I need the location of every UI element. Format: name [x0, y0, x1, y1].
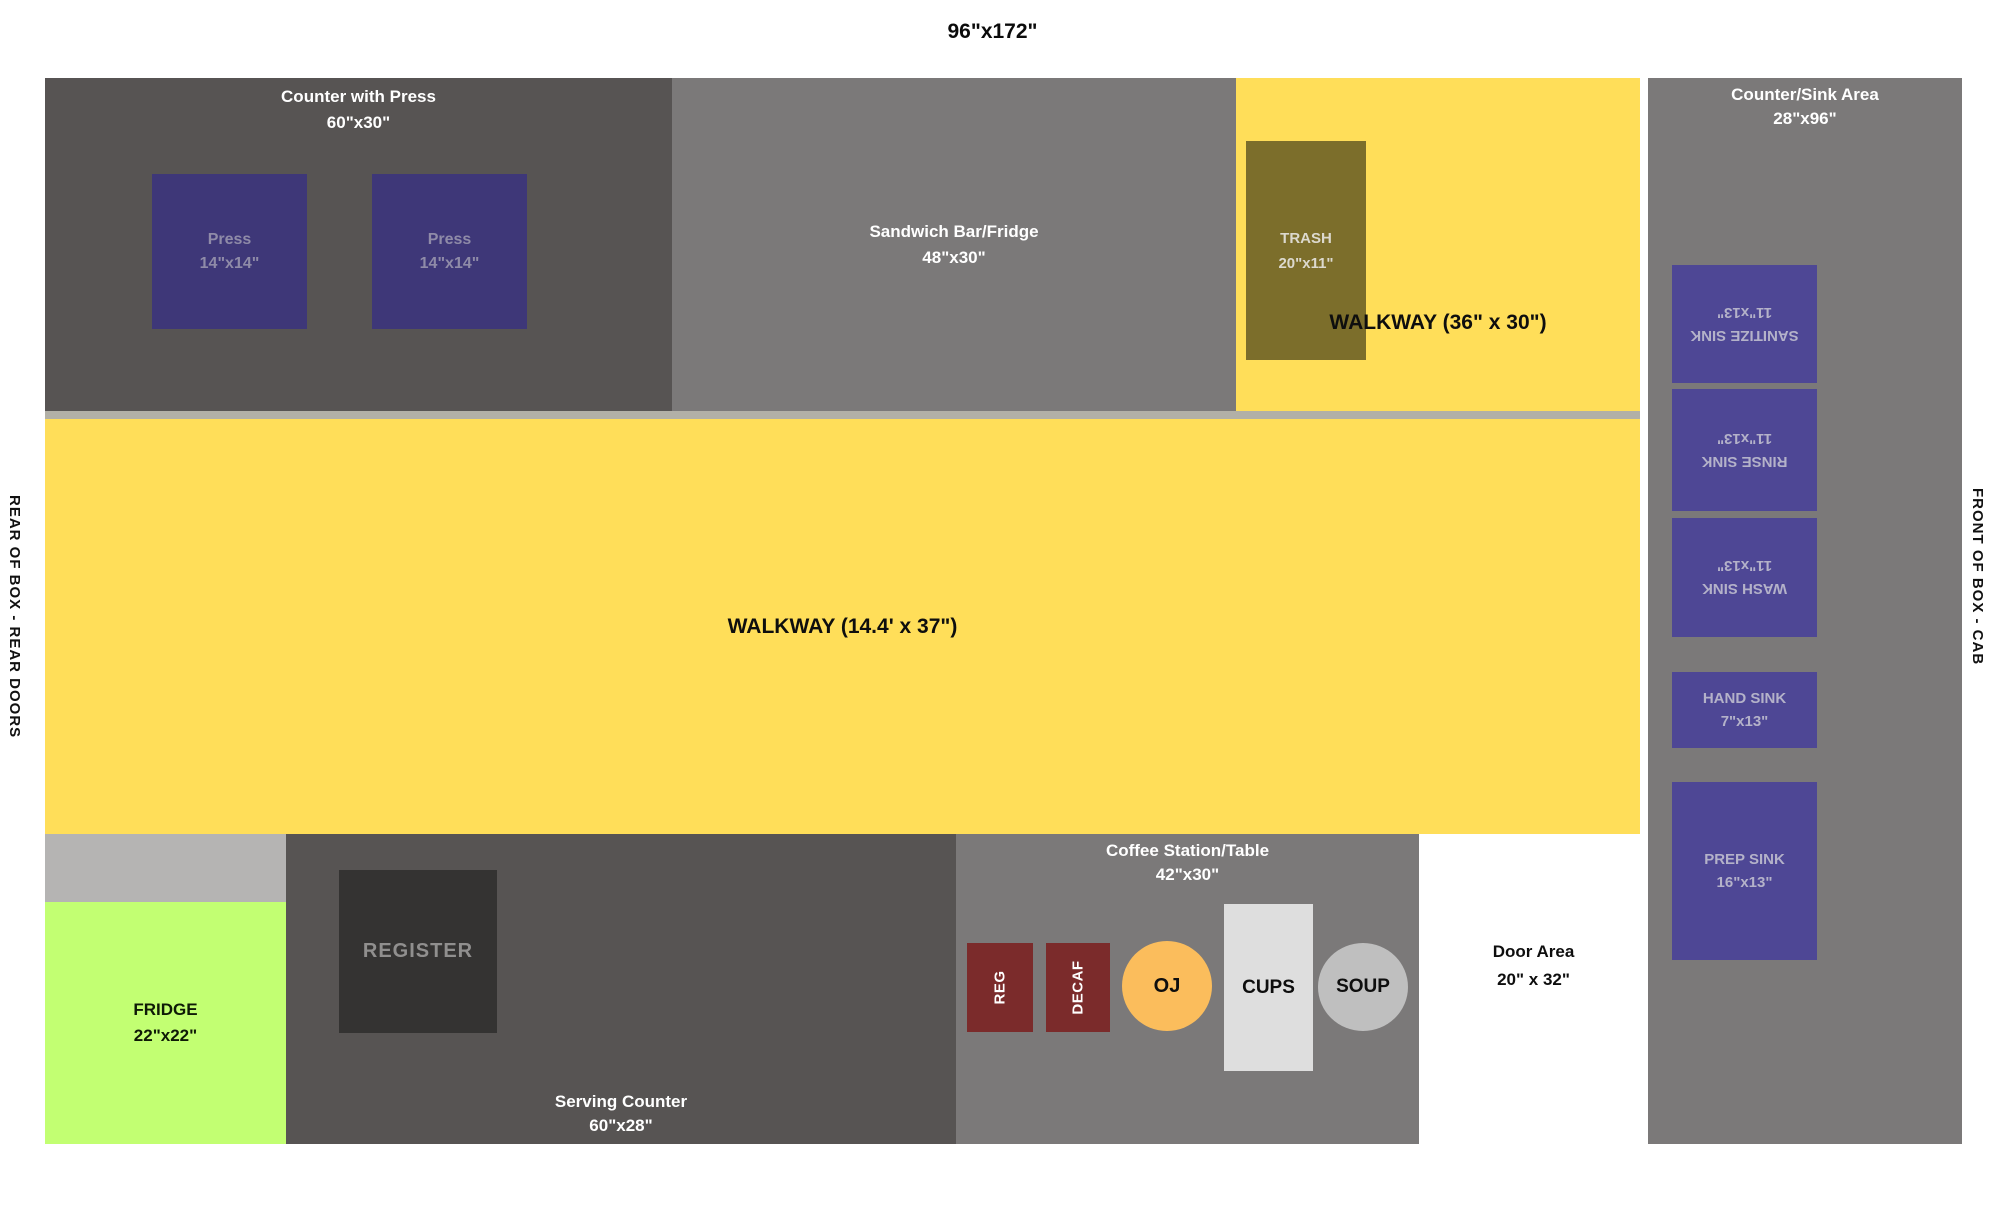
counter-sink-heading: Counter/Sink Area 28"x96": [1648, 83, 1962, 131]
wash-sink-label: WASH SINK: [1702, 580, 1788, 598]
rear-of-box-label: REAR OF BOX - REAR DOORS: [6, 495, 23, 739]
sandwich-bar-area: Sandwich Bar/Fridge 48"x30": [672, 78, 1236, 411]
rinse-sink: RINSE SINK 11"x13": [1672, 389, 1817, 511]
fridge: FRIDGE 22"x22": [45, 902, 286, 1144]
coffee-station-area: Coffee Station/Table 42"x30" REG DECAF O…: [956, 834, 1419, 1144]
rinse-sink-dims: 11"x13": [1716, 430, 1773, 447]
press-2: Press 14"x14": [372, 174, 527, 329]
coffee-urn-reg-label: REG: [991, 970, 1009, 1005]
sandwich-bar-heading: Sandwich Bar/Fridge 48"x30": [672, 78, 1236, 411]
door-area-label: Door Area: [1492, 942, 1575, 961]
sanitize-sink: SANITIZE SINK 11"x13": [1672, 265, 1817, 383]
press-2-label: Press: [427, 230, 472, 248]
front-of-box-label: FRONT OF BOX - CAB: [1969, 488, 1986, 666]
register-label: REGISTER: [362, 940, 474, 962]
counter-with-press-area: Counter with Press 60"x30" Press 14"x14"…: [45, 78, 672, 411]
soup-label: SOUP: [1336, 976, 1390, 997]
counter-edge-strip: [45, 411, 1640, 419]
serving-counter-label: Serving Counter: [554, 1092, 688, 1111]
counter-with-press-label: Counter with Press: [281, 87, 436, 106]
trash-label: TRASH: [1280, 229, 1332, 247]
coffee-urn-reg: REG: [967, 943, 1033, 1032]
cups-label: CUPS: [1242, 976, 1295, 998]
fridge-label: FRIDGE: [133, 1000, 198, 1019]
walkway-top-area: TRASH 20"x11" WALKWAY (36" x 30"): [1236, 78, 1640, 411]
wash-sink-dims: 11"x13": [1716, 557, 1773, 575]
counter-sink-label: Counter/Sink Area: [1731, 85, 1879, 104]
oj-dispenser: OJ: [1122, 941, 1212, 1031]
wash-sink: WASH SINK 11"x13": [1672, 518, 1817, 637]
press-1-dims: 14"x14": [199, 254, 260, 272]
sanitize-sink-dims: 11"x13": [1716, 304, 1773, 321]
serving-counter-area: REGISTER Serving Counter 60"x28": [286, 834, 956, 1144]
walkway-top-label: WALKWAY (36" x 30"): [1329, 311, 1547, 334]
oj-label: OJ: [1153, 974, 1181, 997]
prep-sink-dims: 16"x13": [1716, 874, 1773, 891]
prep-sink-label: PREP SINK: [1704, 851, 1785, 868]
walkway-main-area: WALKWAY (14.4' x 37"): [45, 419, 1640, 834]
sandwich-bar-dims: 48"x30": [922, 247, 986, 267]
hand-sink-label: HAND SINK: [1702, 690, 1787, 707]
walkway-main-label: WALKWAY (14.4' x 37"): [727, 614, 958, 638]
soup-kettle: SOUP: [1318, 943, 1408, 1031]
counter-with-press-heading: Counter with Press 60"x30": [45, 84, 672, 136]
register: REGISTER: [339, 870, 497, 1033]
coffee-station-dims: 42"x30": [1155, 865, 1220, 884]
coffee-urn-decaf-label: DECAF: [1069, 960, 1087, 1015]
counter-sink-dims: 28"x96": [1773, 109, 1837, 128]
trash-bin: TRASH 20"x11": [1246, 141, 1366, 360]
press-2-dims: 14"x14": [419, 254, 480, 272]
coffee-station-label: Coffee Station/Table: [1105, 841, 1270, 860]
rinse-sink-label: RINSE SINK: [1701, 453, 1788, 470]
press-1: Press 14"x14": [152, 174, 307, 329]
fridge-dims: 22"x22": [133, 1026, 198, 1045]
counter-with-press-dims: 60"x30": [326, 113, 391, 132]
coffee-station-heading: Coffee Station/Table 42"x30": [956, 839, 1419, 887]
sandwich-bar-label: Sandwich Bar/Fridge: [869, 221, 1039, 241]
cups-holder: CUPS: [1224, 904, 1313, 1071]
door-area: Door Area 20" x 32": [1419, 834, 1648, 1144]
serving-counter-dims: 60"x28": [589, 1116, 653, 1135]
press-1-label: Press: [207, 230, 252, 248]
prep-sink: PREP SINK 16"x13": [1672, 782, 1817, 960]
door-area-dims: 20" x 32": [1497, 970, 1570, 989]
plan-overall-dimensions: 96"x172": [947, 20, 1038, 43]
counter-sink-area: Counter/Sink Area 28"x96" SANITIZE SINK …: [1648, 78, 1962, 1144]
serving-counter-heading: Serving Counter 60"x28": [286, 1090, 956, 1138]
fridge-top-strip: [45, 834, 286, 902]
sanitize-sink-label: SANITIZE SINK: [1690, 327, 1799, 344]
trash-dims: 20"x11": [1278, 254, 1334, 272]
door-area-heading: Door Area 20" x 32": [1419, 938, 1648, 994]
coffee-urn-decaf: DECAF: [1046, 943, 1110, 1032]
hand-sink: HAND SINK 7"x13": [1672, 672, 1817, 748]
hand-sink-dims: 7"x13": [1720, 713, 1769, 730]
